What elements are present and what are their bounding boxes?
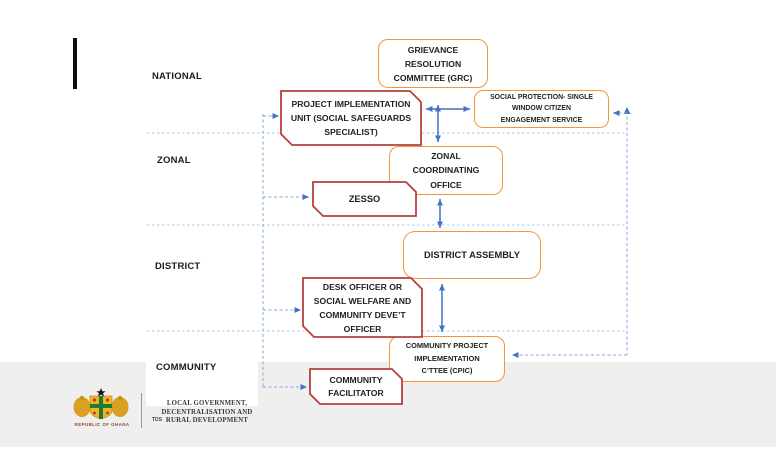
box-district-assembly: DISTRICT ASSEMBLY bbox=[403, 231, 541, 279]
box-zesso: ZESSO bbox=[312, 181, 417, 217]
box-community-facilitator: COMMUNITY FACILITATOR bbox=[309, 368, 403, 405]
box-grievance-resolution-committee: GRIEVANCE RESOLUTION COMMITTEE (GRC) bbox=[378, 39, 488, 88]
box-social-protection-service: SOCIAL PROTECTION- SINGLE WINDOW CITIZEN… bbox=[474, 90, 609, 128]
level-label-national: NATIONAL bbox=[152, 71, 202, 82]
box-zesso-label: ZESSO bbox=[348, 194, 381, 204]
republic-of-ghana-text: REPUBLIC OF GHANA bbox=[74, 422, 130, 427]
box-district-assembly-label: DISTRICT ASSEMBLY bbox=[424, 250, 520, 260]
overlapping-text-artifact: TDS bbox=[152, 417, 162, 423]
box-grievance-resolution-committee-label: GRIEVANCE RESOLUTION COMMITTEE (GRC) bbox=[393, 44, 473, 83]
ministry-wordmark: LOCAL GOVERNMENT, DECENTRALISATION AND R… bbox=[161, 400, 253, 424]
box-project-implementation-unit: PROJECT IMPLEMENTATION UNIT (SOCIAL SAFE… bbox=[280, 90, 422, 146]
right-spine-up-arrowhead bbox=[623, 107, 631, 114]
level-label-zonal: ZONAL bbox=[157, 155, 191, 166]
box-zonal-coordinating-office-label: ZONAL COORDINATING OFFICE bbox=[412, 150, 480, 190]
box-zesso-shape bbox=[312, 181, 417, 217]
box-community-project-implementation-committee: COMMUNITY PROJECT IMPLEMENTATION C’TTEE … bbox=[389, 336, 505, 382]
box-community-facilitator-label: COMMUNITY FACILITATOR bbox=[328, 374, 384, 398]
box-cpic-label: COMMUNITY PROJECT IMPLEMENTATION C’TTEE … bbox=[405, 341, 489, 376]
footer-divider-line bbox=[141, 393, 142, 428]
box-community-facilitator-shape bbox=[309, 368, 403, 405]
vertical-bar-artifact bbox=[73, 38, 77, 89]
box-project-implementation-unit-label: PROJECT IMPLEMENTATION UNIT (SOCIAL SAFE… bbox=[290, 99, 412, 137]
box-project-implementation-unit-shape bbox=[280, 90, 422, 146]
level-label-district: DISTRICT bbox=[155, 261, 201, 272]
box-social-protection-service-label: SOCIAL PROTECTION- SINGLE WINDOW CITIZEN… bbox=[490, 93, 593, 124]
community-label-backdrop bbox=[146, 358, 258, 406]
level-label-community: COMMUNITY bbox=[156, 362, 217, 373]
ghana-coat-of-arms-icon bbox=[73, 388, 129, 420]
box-desk-officer-label: DESK OFFICER OR SOCIAL WELFARE AND COMMU… bbox=[313, 281, 412, 334]
box-desk-officer: DESK OFFICER OR SOCIAL WELFARE AND COMMU… bbox=[302, 277, 423, 338]
box-desk-officer-shape bbox=[302, 277, 423, 338]
